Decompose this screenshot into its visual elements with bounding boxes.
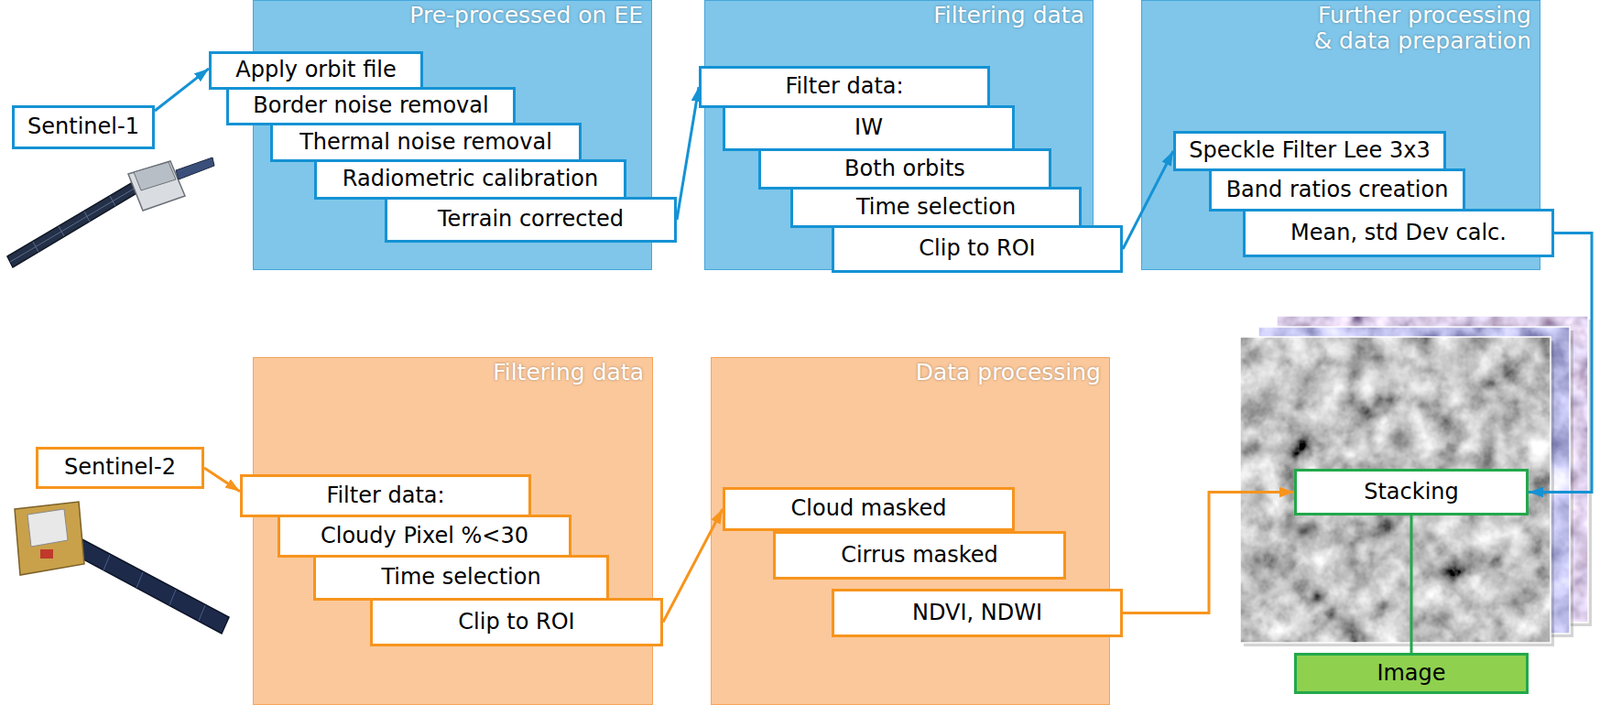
- box-label: Image: [1376, 661, 1446, 687]
- solar-panel: [71, 536, 229, 634]
- layer-edge: [1240, 337, 1551, 643]
- source-box: Sentinel-2: [35, 446, 205, 490]
- flow-arrow: [154, 68, 209, 111]
- panel-heading: Further processing & data preparation: [1300, 2, 1532, 55]
- image-stack: [1240, 315, 1592, 647]
- box-label: Clip to ROI: [457, 609, 575, 636]
- box-label: Cloudy Pixel %<30: [320, 523, 529, 550]
- box-label: Band ratios creation: [1226, 177, 1449, 204]
- detail-mark: [40, 549, 54, 559]
- sar-antenna: [7, 179, 143, 268]
- panel-heading: Pre-processed on EE: [409, 2, 643, 29]
- panel-heading: Data processing: [915, 359, 1101, 386]
- box-label: IW: [854, 115, 883, 142]
- process-box: Cloud masked: [722, 487, 1015, 532]
- box-label: Border noise removal: [252, 93, 489, 120]
- process-box: Border noise removal: [226, 87, 516, 126]
- group-panel: Pre-processed on EEApply orbit fileBorde…: [252, 0, 653, 271]
- output-box: Image: [1294, 653, 1529, 695]
- process-box: IW: [722, 105, 1015, 152]
- solar-wing: [175, 157, 215, 180]
- box-label: NDVI, NDWI: [912, 600, 1043, 627]
- flow-arrow: [1410, 515, 1414, 654]
- box-label: Radiometric calibration: [342, 166, 599, 193]
- process-box: Time selection: [790, 186, 1082, 229]
- process-box: Cirrus masked: [772, 531, 1067, 580]
- box-label: Time selection: [856, 195, 1016, 221]
- flow-arrow: [1122, 492, 1295, 614]
- box-label: Stacking: [1363, 479, 1459, 506]
- satellite-body: [128, 161, 186, 211]
- box-label: Time selection: [380, 565, 541, 591]
- box-label: Both orbits: [844, 156, 966, 183]
- process-box: Clip to ROI: [831, 225, 1123, 273]
- process-box: Cloudy Pixel %<30: [277, 514, 572, 558]
- satellite-body: [14, 501, 85, 576]
- flow-arrow: [676, 87, 699, 220]
- group-panel: Filtering dataFilter data: Cloudy Pixel %…: [252, 357, 654, 705]
- process-box: Band ratios creation: [1208, 168, 1466, 212]
- antenna-grid: [10, 185, 141, 262]
- process-box: Filter data:: [698, 65, 991, 109]
- box-label: Clip to ROI: [918, 236, 1035, 262]
- flow-arrow: [1528, 233, 1592, 493]
- box-label: Speckle Filter Lee 3x3: [1188, 138, 1430, 164]
- process-box: Clip to ROI: [370, 598, 664, 647]
- process-box: Thermal noise removal: [270, 122, 582, 163]
- panel-grid: [103, 555, 206, 621]
- satellite-top: [133, 162, 176, 191]
- box-label: Filter data:: [784, 74, 904, 100]
- panel-heading: Filtering data: [933, 2, 1085, 29]
- group-panel: Data processingCloud maskedCirrus masked…: [710, 357, 1111, 705]
- box-label: Cloud masked: [791, 496, 947, 523]
- box-label: Thermal noise removal: [299, 130, 553, 156]
- box-label: Sentinel-2: [64, 455, 176, 481]
- box-label: Cirrus masked: [840, 543, 999, 569]
- process-box: Both orbits: [758, 148, 1052, 190]
- process-box: Apply orbit file: [208, 51, 424, 90]
- process-box: Mean, std Dev calc.: [1242, 208, 1555, 258]
- box-label: Apply orbit file: [235, 57, 396, 84]
- process-box: Terrain corrected: [384, 196, 677, 243]
- box-label: Terrain corrected: [437, 206, 624, 233]
- process-box: Radiometric calibration: [314, 159, 627, 200]
- panel-heading: Filtering data: [492, 359, 644, 386]
- group-panel: Filtering dataFilter data: IW Both orbitsT…: [704, 0, 1094, 271]
- flow-arrow: [204, 468, 240, 492]
- process-box: Time selection: [313, 555, 610, 601]
- box-label: Mean, std Dev calc.: [1290, 220, 1507, 247]
- process-box: Filter data:: [239, 474, 532, 518]
- satellite-illustration: [14, 501, 229, 634]
- satellite-illustration: [7, 157, 215, 268]
- group-panel: Further processing & data preparationSpe…: [1141, 0, 1541, 271]
- image-layer: [1240, 337, 1551, 643]
- box-label: Filter data:: [326, 483, 445, 510]
- source-box: Sentinel-1: [11, 105, 155, 150]
- process-box: Stacking: [1294, 468, 1529, 516]
- instrument-block: [27, 509, 68, 547]
- process-box: NDVI, NDWI: [831, 588, 1123, 638]
- process-box: Speckle Filter Lee 3x3: [1173, 130, 1447, 172]
- box-label: Sentinel-1: [27, 114, 140, 141]
